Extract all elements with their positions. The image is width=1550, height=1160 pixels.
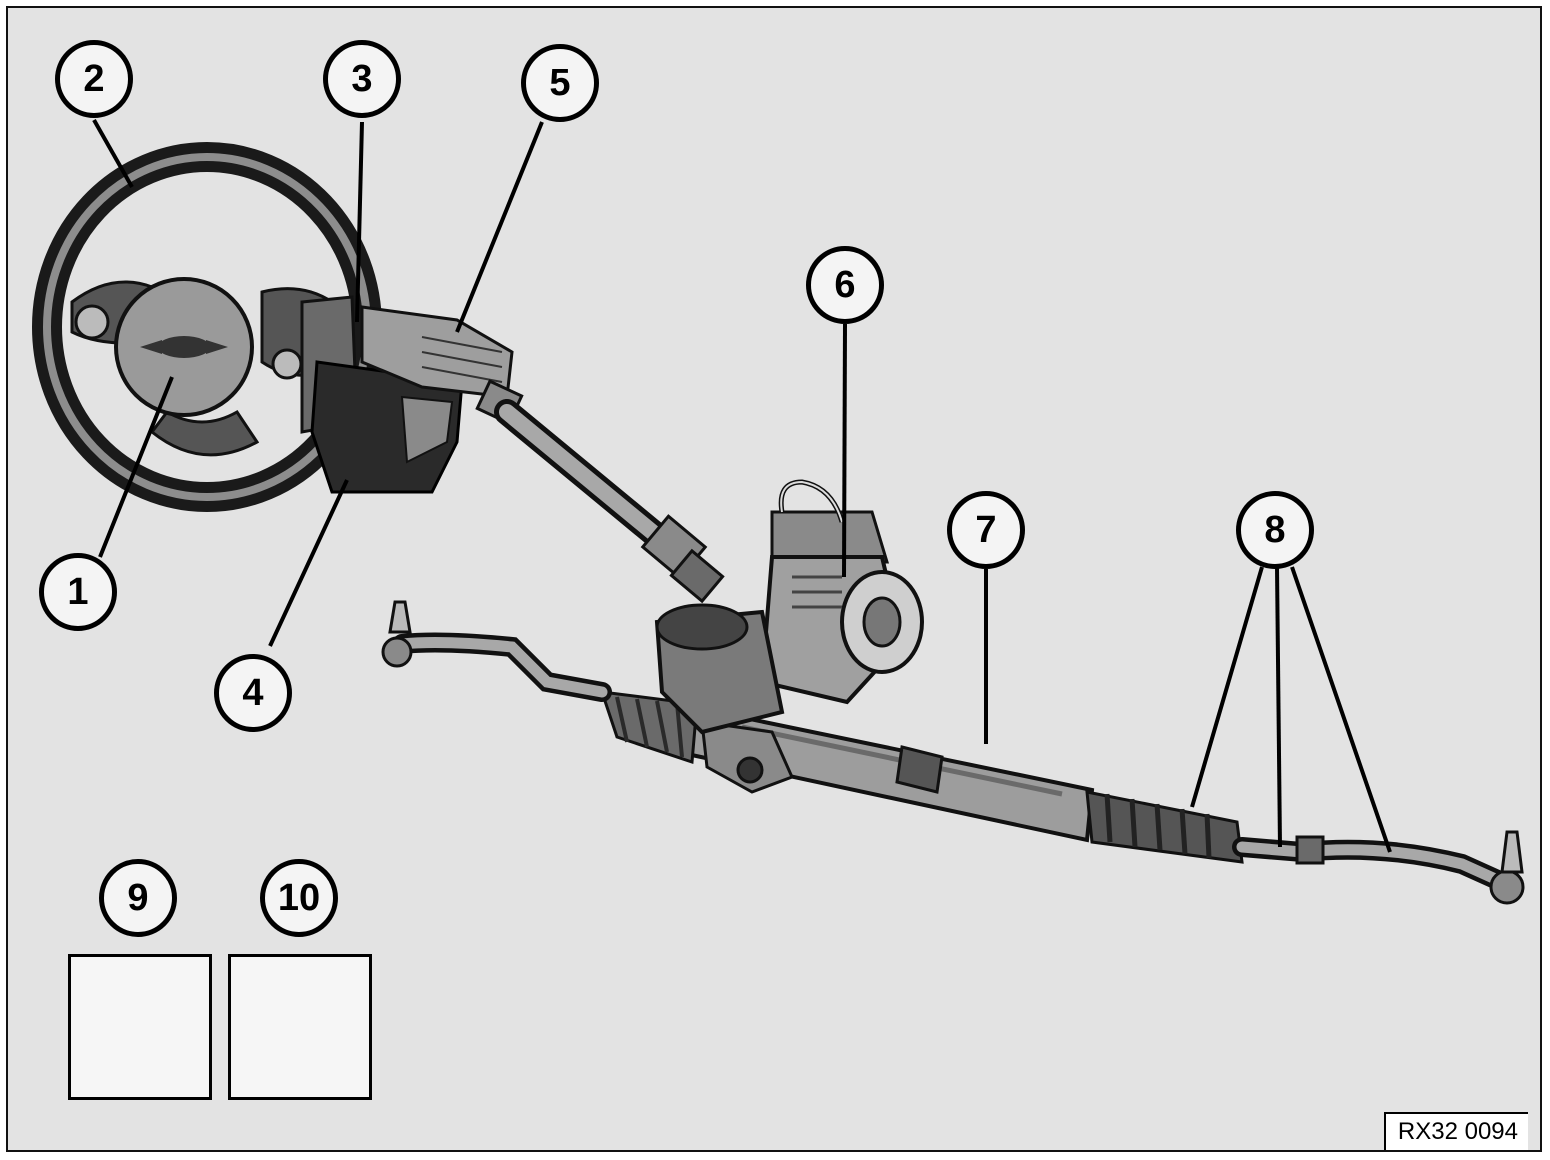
- callout-3: 3: [323, 40, 401, 118]
- eps-motor-unit: [654, 479, 924, 735]
- callout-5: 5: [521, 44, 599, 122]
- callout-10: 10: [260, 859, 338, 937]
- diagram-frame: ? 1 2 3 4 5 6 7 8 9 10 RX32 0094: [6, 6, 1542, 1152]
- intermediate-shaft: [494, 399, 725, 604]
- airbag-module: [114, 277, 254, 417]
- callout-6: 6: [806, 246, 884, 324]
- steering-rack: [684, 704, 1095, 843]
- leader-lines: [92, 119, 1392, 853]
- tie-rod-right: [1232, 830, 1525, 905]
- rack-boot-left: [599, 690, 699, 765]
- rack-boot-right: [1085, 790, 1244, 864]
- icon-box-9: [68, 954, 212, 1100]
- tie-rod-left: [381, 600, 612, 702]
- callout-7: 7: [947, 491, 1025, 569]
- callout-1: 1: [39, 553, 117, 631]
- figure-id-label: RX32 0094: [1383, 1112, 1528, 1150]
- callout-2: 2: [55, 40, 133, 118]
- icon-box-10: [228, 954, 372, 1100]
- callout-9: 9: [99, 859, 177, 937]
- callout-4: 4: [214, 654, 292, 732]
- callout-8: 8: [1236, 491, 1314, 569]
